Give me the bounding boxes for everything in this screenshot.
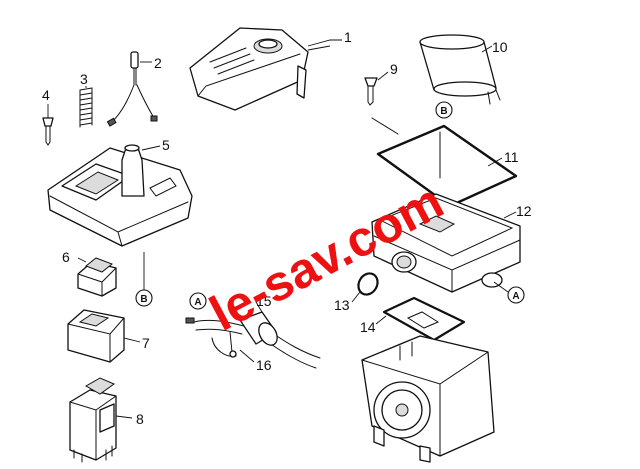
svg-text:B: B <box>440 106 447 117</box>
part-6-switch-block <box>77 257 117 297</box>
part-5-switch-housing <box>47 144 193 247</box>
label-part-16: 16 <box>256 357 272 373</box>
label-part-12: 12 <box>516 203 532 219</box>
part-15-hose-connector <box>239 311 321 369</box>
svg-text:B: B <box>140 294 147 305</box>
label-part-11: 11 <box>504 149 519 165</box>
connector-a-right: A <box>507 286 525 304</box>
leader-lines <box>47 39 517 419</box>
part-1-hood-cover <box>189 27 309 111</box>
label-part-9: 9 <box>390 61 398 77</box>
part-3-spring <box>79 87 93 128</box>
label-part-3: 3 <box>80 71 88 87</box>
connector-a-left: A <box>189 292 207 310</box>
connector-callouts: B B A A <box>135 101 525 310</box>
label-part-5: 5 <box>162 137 170 153</box>
connector-b-left: B <box>135 289 153 307</box>
part-7-cap <box>67 309 125 363</box>
part-12-motor-housing <box>371 193 521 293</box>
part-13-o-ring <box>357 272 379 296</box>
label-part-7: 7 <box>142 335 150 351</box>
label-part-13: 13 <box>334 297 350 313</box>
svg-text:A: A <box>512 291 519 302</box>
part-10-capacitor <box>419 34 501 105</box>
label-part-2: 2 <box>154 55 162 71</box>
label-part-8: 8 <box>136 411 144 427</box>
part-4-screw <box>42 117 54 146</box>
pump-body <box>361 335 495 463</box>
connector-b-top: B <box>435 101 453 119</box>
part-14-gasket-plate <box>382 296 466 342</box>
part-9-screw <box>364 77 378 106</box>
part-11-gasket <box>371 117 518 208</box>
label-part-4: 4 <box>42 87 50 103</box>
label-part-14: 14 <box>360 319 376 335</box>
label-part-6: 6 <box>62 249 70 265</box>
label-part-10: 10 <box>492 39 508 55</box>
part-8-relay-module <box>69 377 117 463</box>
part-2-cable-plug <box>106 51 158 127</box>
part-16-wire-harness <box>185 317 245 358</box>
svg-text:A: A <box>194 297 201 308</box>
label-part-15: 15 <box>256 293 272 309</box>
part-numbers: 1 2 3 4 5 6 7 8 9 10 11 12 13 14 15 16 <box>42 29 532 427</box>
label-part-1: 1 <box>344 29 352 45</box>
